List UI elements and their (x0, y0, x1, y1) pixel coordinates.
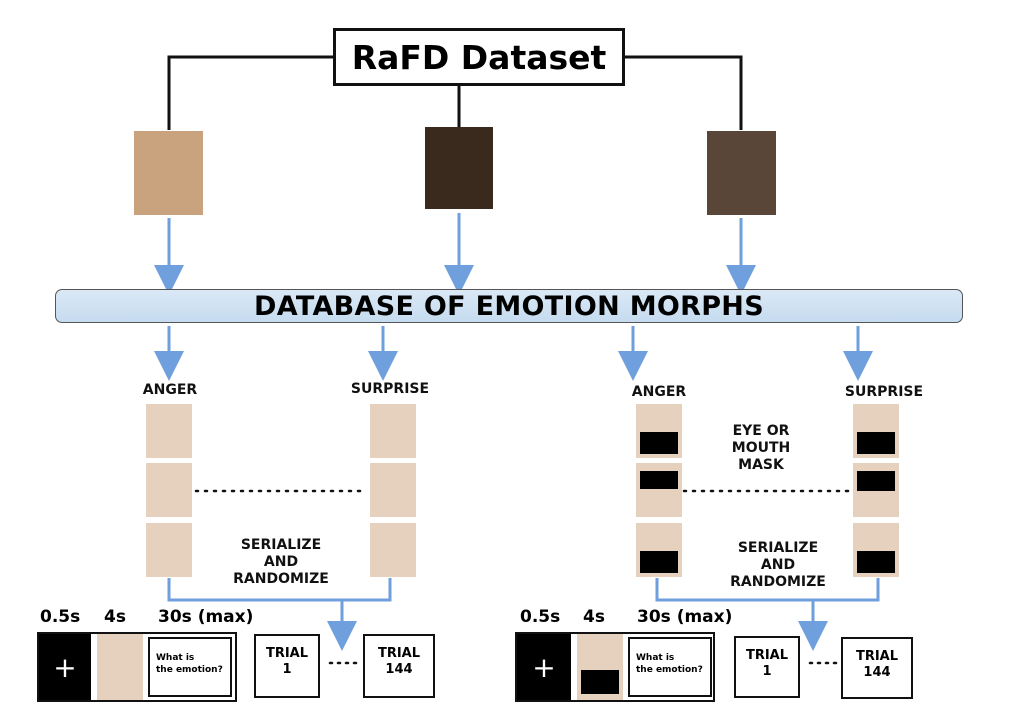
right-stimulus-face (577, 634, 623, 700)
right-fixation-cross: + (517, 634, 571, 700)
tree-connectors (167, 55, 743, 130)
left-time-stimulus: 4s (104, 607, 126, 627)
left-anger-face-2 (146, 463, 192, 517)
left-anger-label: ANGER (142, 382, 198, 398)
right-surprise-label: SURPRISE (844, 384, 924, 400)
left-fixation-cross: + (39, 634, 91, 700)
left-trial-144: TRIAL 144 (363, 634, 435, 698)
right-serialize-label: SERIALIZE AND RANDOMIZE (730, 540, 826, 590)
mouth-mask (640, 432, 678, 454)
trial-number: 144 (385, 662, 413, 678)
right-trial-1: TRIAL 1 (734, 636, 800, 698)
left-surprise-face-1 (370, 404, 416, 458)
left-trial-1: TRIAL 1 (254, 634, 320, 698)
eye-mask (857, 471, 895, 491)
arrows-to-database (154, 213, 756, 295)
left-stimulus-face (97, 634, 143, 700)
trial-number: 1 (762, 664, 772, 680)
serialize-connectors (167, 578, 880, 602)
right-surprise-face-1 (853, 404, 899, 458)
source-face-male (425, 127, 493, 209)
emotion-morph-database-banner: DATABASE OF EMOTION MORPHS (55, 289, 963, 323)
left-surprise-label: SURPRISE (350, 381, 430, 397)
mouth-mask (857, 551, 895, 573)
mouth-mask (857, 432, 895, 454)
left-time-response: 30s (max) (158, 607, 254, 627)
right-mask-label: EYE OR MOUTH MASK (731, 423, 791, 473)
arrows-to-columns (154, 326, 873, 381)
right-surprise-face-2 (853, 463, 899, 517)
right-time-stimulus: 4s (583, 607, 605, 627)
left-anger-face-3 (146, 523, 192, 577)
left-surprise-face-2 (370, 463, 416, 517)
source-face-female-1 (134, 131, 203, 215)
left-surprise-face-3 (370, 523, 416, 577)
right-time-response: 30s (max) (637, 607, 733, 627)
trial-number: 144 (863, 665, 891, 681)
right-anger-label: ANGER (631, 384, 687, 400)
left-time-fixation: 0.5s (40, 607, 81, 627)
left-question-box: What is the emotion? (148, 637, 232, 697)
trial-number: 1 (282, 662, 292, 678)
trial-label: TRIAL (265, 646, 309, 661)
right-time-fixation: 0.5s (520, 607, 561, 627)
arrows-to-trials (327, 600, 828, 651)
dataset-title: RaFD Dataset (333, 28, 625, 86)
right-anger-face-3 (636, 523, 682, 577)
mouth-mask (640, 551, 678, 573)
right-surprise-face-3 (853, 523, 899, 577)
trial-label: TRIAL (377, 646, 421, 661)
trial-label: TRIAL (745, 648, 789, 663)
right-anger-face-1 (636, 404, 682, 458)
right-anger-face-2 (636, 463, 682, 517)
eye-mask (640, 471, 678, 489)
right-question-box: What is the emotion? (628, 637, 712, 697)
trial-label: TRIAL (855, 649, 899, 664)
source-face-female-2 (707, 131, 776, 215)
left-serialize-label: SERIALIZE AND RANDOMIZE (233, 537, 329, 587)
right-trial-144: TRIAL 144 (841, 637, 913, 699)
left-anger-face-1 (146, 404, 192, 458)
mouth-mask (581, 670, 619, 694)
